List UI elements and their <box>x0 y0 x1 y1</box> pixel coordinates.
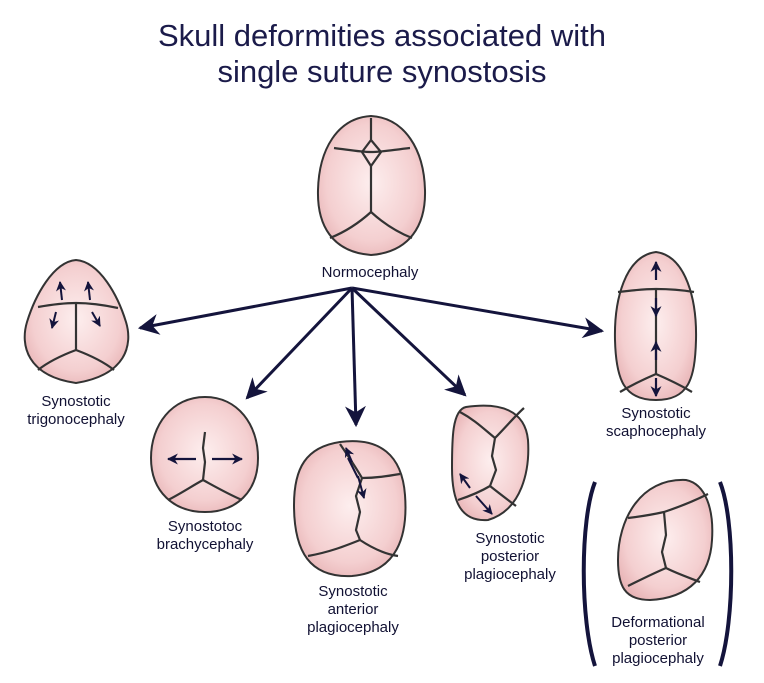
skull-posterior-plagiocephaly <box>450 404 530 522</box>
label-anterior-plagiocephaly: Synostotic anterior plagiocephaly <box>283 583 423 637</box>
label-posterior-plagiocephaly-line2: posterior <box>480 548 540 565</box>
label-anterior-plagiocephaly-line2: anterior <box>327 601 379 618</box>
label-posterior-plagiocephaly: Synostotic posterior plagiocephaly <box>440 530 580 584</box>
skull-trigonocephaly <box>23 258 130 385</box>
skull-brachycephaly <box>149 395 260 514</box>
label-deformational-line2: posterior <box>628 632 688 649</box>
deformational-bracket <box>581 481 734 667</box>
label-deformational-line1: Deformational <box>611 614 705 631</box>
label-anterior-plagiocephaly-line3: plagiocephaly <box>307 619 399 636</box>
label-normocephaly: Normocephaly <box>290 264 450 282</box>
label-scaphocephaly-line2: scaphocephaly <box>605 423 707 440</box>
arrow-to-brachycephaly <box>245 286 354 400</box>
label-brachycephaly-line1: Synostotoc <box>167 518 243 535</box>
diagram-title: Skull deformities associated with single… <box>0 18 764 90</box>
label-deformational-line3: plagiocephaly <box>612 650 704 667</box>
arrow-to-trigonocephaly <box>137 286 353 335</box>
label-normocephaly-line1: Normocephaly <box>321 264 419 281</box>
label-brachycephaly-line2: brachycephaly <box>156 536 254 553</box>
arrow-to-scaphocephaly <box>351 286 605 339</box>
label-posterior-plagiocephaly-line1: Synostotic <box>475 530 545 547</box>
label-trigonocephaly-line1: Synostotic <box>41 393 111 410</box>
arrow-to-posterior-plagiocephaly <box>350 286 467 397</box>
label-deformational-plagiocephaly: Deformational posterior plagiocephaly <box>590 614 726 668</box>
title-line-1: Skull deformities associated with <box>158 18 606 53</box>
skull-anterior-plagiocephaly <box>292 440 407 578</box>
arrow-to-anterior-plagiocephaly <box>344 287 366 428</box>
label-trigonocephaly: Synostotic trigonocephaly <box>6 393 146 429</box>
label-trigonocephaly-line2: trigonocephaly <box>27 411 125 428</box>
skull-scaphocephaly <box>613 250 698 402</box>
label-posterior-plagiocephaly-line3: plagiocephaly <box>464 566 556 583</box>
title-line-2: single suture synostosis <box>217 54 547 89</box>
skull-deformational-plagiocephaly <box>616 478 714 602</box>
skull-normocephaly <box>316 114 427 257</box>
label-scaphocephaly-line1: Synostotic <box>621 405 691 422</box>
label-scaphocephaly: Synostotic scaphocephaly <box>586 405 726 441</box>
label-anterior-plagiocephaly-line1: Synostotic <box>318 583 388 600</box>
branch-arrows <box>137 286 605 428</box>
label-brachycephaly: Synostotoc brachycephaly <box>135 518 275 554</box>
